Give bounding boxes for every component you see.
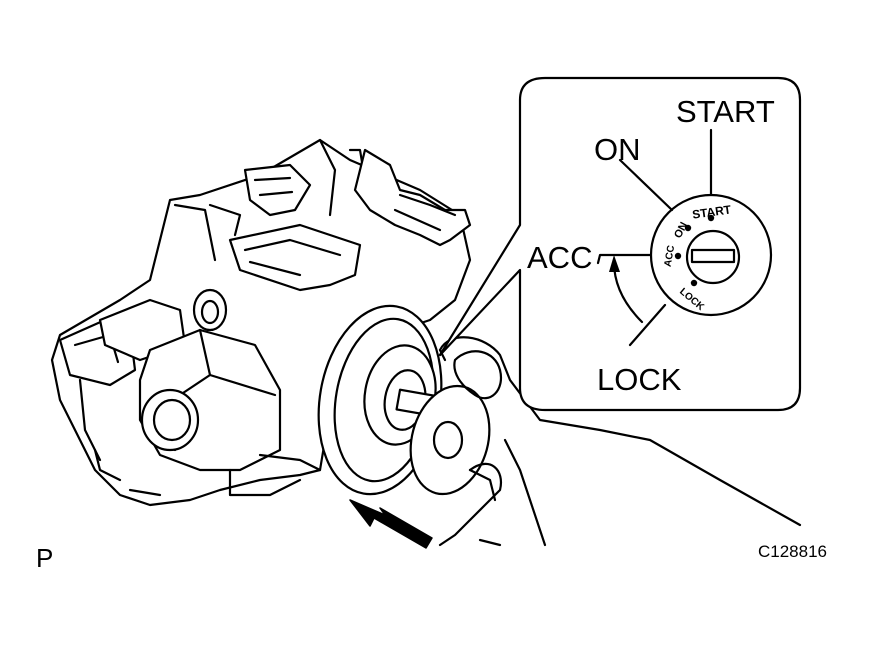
position-label-start: START [676, 94, 775, 129]
dial-label-acc: ACC [663, 245, 678, 268]
lock-position-dot [690, 279, 698, 287]
ignition-position-callout: START ON ACC LOCK START ON ACC LOCK [438, 76, 802, 412]
position-label-lock: LOCK [597, 362, 682, 397]
rotation-arrow-icon [609, 255, 644, 324]
steering-column-assembly [50, 138, 472, 507]
start-position-dot [707, 214, 715, 222]
on-position-dot [684, 224, 692, 232]
acc-position-dot [674, 252, 682, 260]
figure-id: C128816 [758, 542, 827, 561]
position-label-on: ON [594, 132, 641, 167]
key-cylinder-dial: START ON ACC LOCK [649, 193, 773, 317]
dial-label-start: START [691, 202, 732, 221]
page-label: P [36, 543, 53, 573]
push-arrow-icon [349, 499, 433, 549]
position-label-acc: ACC [527, 240, 592, 275]
